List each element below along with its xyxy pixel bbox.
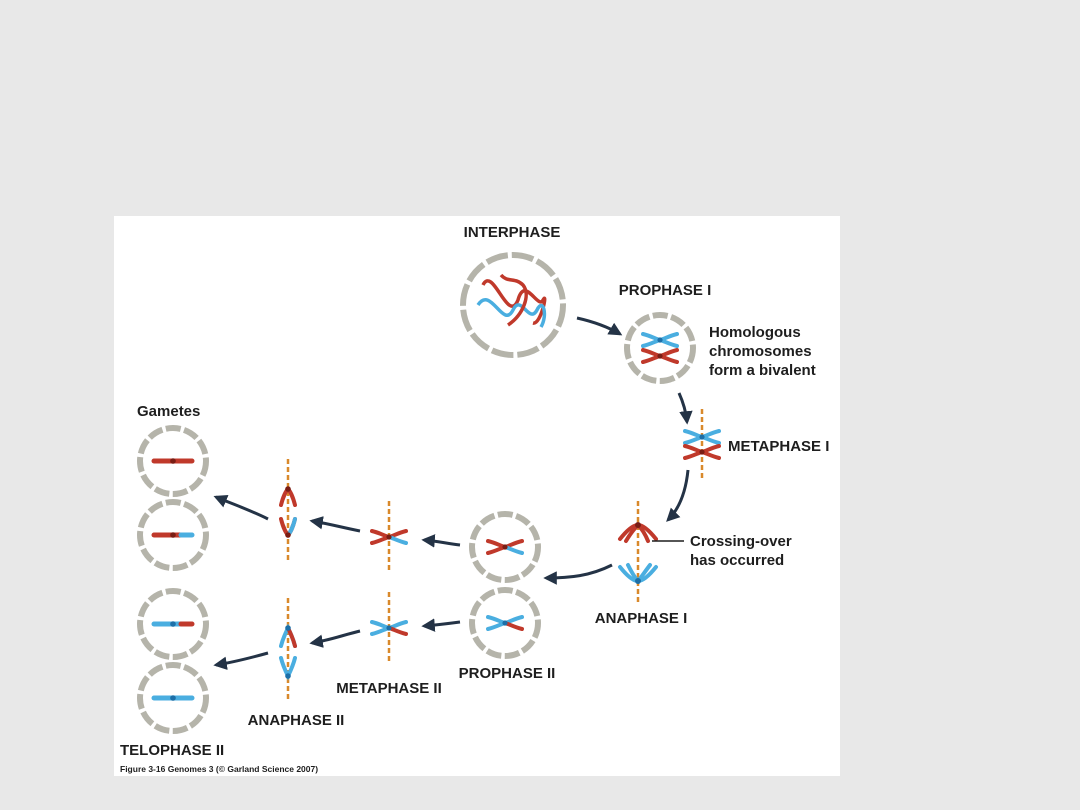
gamete-cell-4: [140, 665, 206, 731]
metaphase2-figure-top: [370, 501, 408, 573]
anaphase1-figure: [618, 501, 658, 605]
label-prophase1: PROPHASE I: [619, 282, 712, 299]
arrow-metaphase2-anaphase2-top: [309, 516, 361, 533]
gamete-cell-2: [140, 502, 206, 568]
label-metaphase1: METAPHASE I: [728, 438, 829, 455]
anaphase2-figure-bottom: [279, 598, 297, 702]
arrow-interphase-prophase1: [576, 316, 623, 336]
figure-panel: [114, 216, 840, 776]
label-gametes: Gametes: [137, 403, 200, 420]
label-interphase: INTERPHASE: [464, 224, 561, 241]
label-telophase2: TELOPHASE II: [120, 742, 224, 759]
gamete-cell-1: [140, 428, 206, 494]
interphase-cell: [463, 255, 563, 355]
figure-caption: Figure 3-16 Genomes 3 (© Garland Science…: [120, 764, 318, 774]
homologous-note-line2: chromosomes: [709, 343, 812, 360]
label-anaphase2: ANAPHASE II: [248, 712, 345, 729]
arrow-prophase2-metaphase2-top: [421, 534, 461, 548]
crossing-note-line1: Crossing-over: [690, 533, 792, 550]
label-prophase2: PROPHASE II: [459, 665, 556, 682]
arrow-metaphase2-anaphase2-bottom: [309, 629, 361, 648]
homologous-note-line1: Homologous: [709, 324, 801, 341]
homologous-note-line3: form a bivalent: [709, 362, 816, 379]
arrow-anaphase2-gametes-bottom: [213, 651, 269, 670]
gamete-cell-3: [140, 591, 206, 657]
arrow-anaphase1-prophase2: [543, 563, 613, 585]
arrow-anaphase2-gametes-top: [213, 494, 269, 521]
arrow-prophase2-metaphase2-bottom: [421, 618, 461, 632]
label-anaphase1: ANAPHASE I: [595, 610, 688, 627]
metaphase2-figure-bottom: [370, 592, 408, 664]
crossing-note-line2: has occurred: [690, 552, 784, 569]
metaphase1-figure: [683, 409, 721, 479]
label-metaphase2: METAPHASE II: [336, 680, 442, 697]
anaphase2-figure-top: [279, 459, 297, 563]
arrow-prophase1-metaphase1: [677, 392, 693, 425]
arrow-metaphase1-anaphase1: [666, 469, 690, 522]
